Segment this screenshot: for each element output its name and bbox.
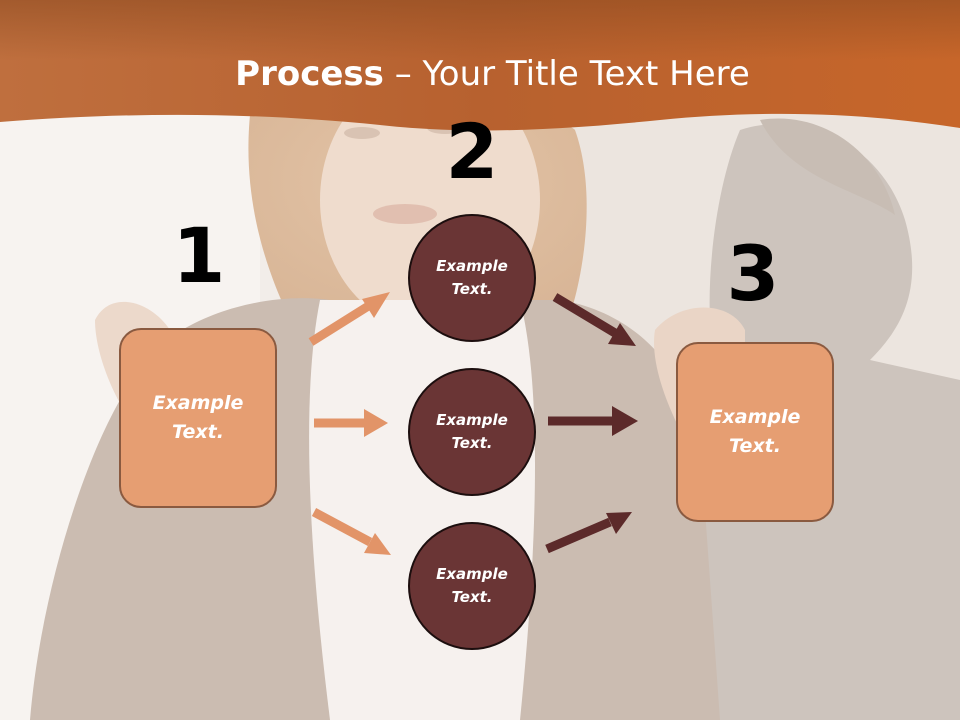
step-number-1: 1 (172, 211, 226, 300)
step-1-box: Example Text. (119, 328, 277, 508)
title-separator: – (383, 54, 423, 94)
step-number-3: 3 (726, 229, 780, 318)
step-1-text-line-2: Text. (172, 421, 224, 443)
circle-top-line-2: Text. (451, 280, 493, 298)
circle-top-line-1: Example (436, 257, 508, 275)
circle-bottom-line-2: Text. (451, 588, 493, 606)
arrow-left-upper (308, 292, 390, 346)
arrow-left-lower (311, 508, 391, 555)
circle-middle: Example Text. (408, 368, 536, 496)
arrow-right-upper (552, 293, 636, 346)
step-1-text-line-1: Example (152, 392, 244, 414)
circle-bottom: Example Text. (408, 522, 536, 650)
title-bold: Process (235, 54, 384, 94)
circle-middle-line-2: Text. (451, 434, 493, 452)
circle-bottom-line-1: Example (436, 565, 508, 583)
step-3-box: Example Text. (676, 342, 834, 522)
arrow-right-middle (548, 406, 638, 436)
circle-top: Example Text. (408, 214, 536, 342)
step-3-text-line-2: Text. (729, 435, 781, 457)
step-3-text-line-1: Example (709, 406, 801, 428)
circle-middle-line-1: Example (436, 411, 508, 429)
step-number-2: 2 (445, 107, 499, 196)
slide-title: Process – Your Title Text Here (0, 52, 960, 96)
arrow-right-lower (545, 512, 632, 554)
title-rest: Your Title Text Here (422, 54, 750, 94)
arrow-left-middle (314, 409, 388, 437)
